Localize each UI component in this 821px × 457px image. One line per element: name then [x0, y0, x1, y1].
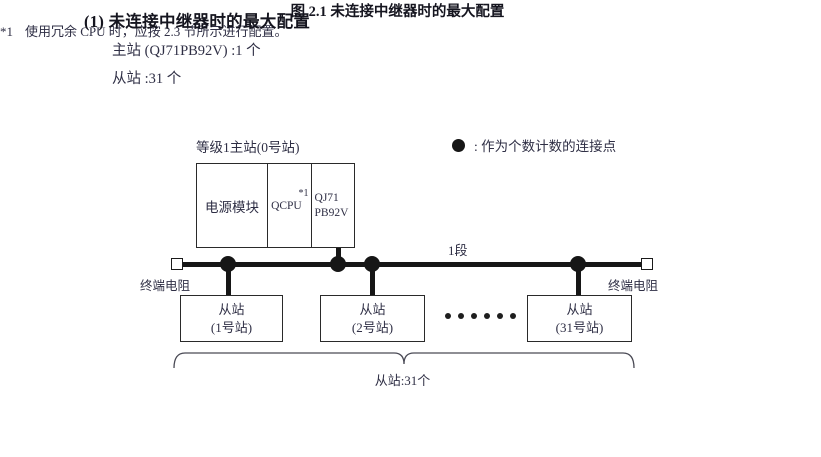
ellipsis-dot: [497, 313, 503, 319]
filled-circle-icon: [452, 138, 465, 152]
ellipsis-dot: [458, 313, 464, 319]
figure-caption: 图 2.1 未连接中继器时的最大配置: [290, 4, 505, 20]
footnote: *1 使用冗余 CPU 时，应按 2.3 节所示进行配置。: [0, 21, 821, 40]
network-module-line1: QJ71: [314, 192, 339, 205]
slave-31-title: 从站: [566, 301, 593, 317]
slave-station-box-31: 从站 (31号站): [527, 295, 632, 342]
slave-group-brace: [173, 352, 635, 369]
network-bus-line: [177, 262, 647, 267]
terminal-resistor-left-icon: [171, 258, 183, 270]
rack-cell-qcpu: QCPU *1: [268, 164, 312, 247]
slave-group-label: 从站:31个: [374, 373, 431, 388]
master-station-caption: 等级1主站(0号站): [196, 140, 300, 155]
legend-label: : 作为个数计数的连接点: [474, 139, 617, 154]
connection-dot-master: [330, 256, 346, 272]
rack-cell-network-module: QJ71 PB92V: [312, 164, 354, 247]
footnote-text: 使用冗余 CPU 时，应按 2.3 节所示进行配置。: [25, 24, 288, 39]
power-module-label: 电源模块: [205, 199, 260, 215]
figure-caption-wrap: 图 2.1 未连接中继器时的最大配置: [0, 0, 821, 21]
slave-group-label-wrap: 从站:31个: [0, 370, 821, 389]
slave-station-box-1: 从站 (1号站): [180, 295, 283, 342]
drop-line-slave-1: [226, 263, 231, 296]
qcpu-footnote-marker: *1: [298, 188, 309, 199]
network-module-label: QJ71 PB92V: [315, 191, 349, 220]
ellipsis-dot: [471, 313, 477, 319]
spec-master-count: 主站 (QJ71PB92V) :1 个: [112, 43, 261, 59]
terminal-resistor-left-label: 终端电阻: [140, 279, 191, 293]
terminal-resistor-right-icon: [641, 258, 653, 270]
network-module-line2: PB92V: [314, 206, 349, 219]
header-block: (1) 未连接中继器时的最大配置 主站 (QJ71PB92V) :1 个 从站 …: [84, 8, 724, 88]
drop-line-slave-2: [370, 263, 375, 296]
slave-2-station: (2号站): [351, 319, 394, 335]
qcpu-label: QCPU: [271, 199, 302, 212]
ellipsis-dot: [484, 313, 490, 319]
ellipsis-dot: [510, 313, 516, 319]
ellipsis-dots: [445, 313, 516, 319]
slave-1-station: (1号站): [210, 319, 253, 335]
master-station-rack: 电源模块 QCPU *1 QJ71 PB92V: [196, 163, 355, 248]
terminal-resistor-right-label: 终端电阻: [608, 279, 659, 293]
slave-1-title: 从站: [218, 301, 245, 317]
drop-line-slave-31: [576, 263, 581, 296]
footnote-marker: *1: [0, 24, 13, 39]
legend: : 作为个数计数的连接点: [452, 135, 616, 155]
rack-cell-power-module: 电源模块: [197, 164, 269, 247]
ellipsis-dot: [445, 313, 451, 319]
slave-31-station: (31号站): [555, 319, 604, 335]
segment-label: 1段: [448, 243, 468, 258]
slave-2-title: 从站: [359, 301, 386, 317]
spec-slave-count: 从站 :31 个: [112, 71, 182, 87]
page-title: (1) 未连接中继器时的最大配置: [84, 12, 311, 31]
slave-station-box-2: 从站 (2号站): [320, 295, 425, 342]
